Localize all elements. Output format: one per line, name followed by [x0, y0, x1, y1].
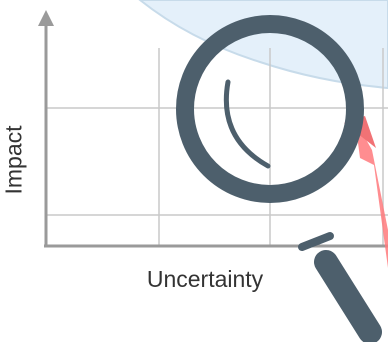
highlight-bubble: [138, 0, 388, 90]
arrow-up-icon: [38, 10, 54, 26]
y-axis-label: Impact: [0, 125, 27, 195]
x-axis-label: Uncertainty: [146, 266, 264, 292]
magnifying-glass-icon: [176, 15, 382, 344]
